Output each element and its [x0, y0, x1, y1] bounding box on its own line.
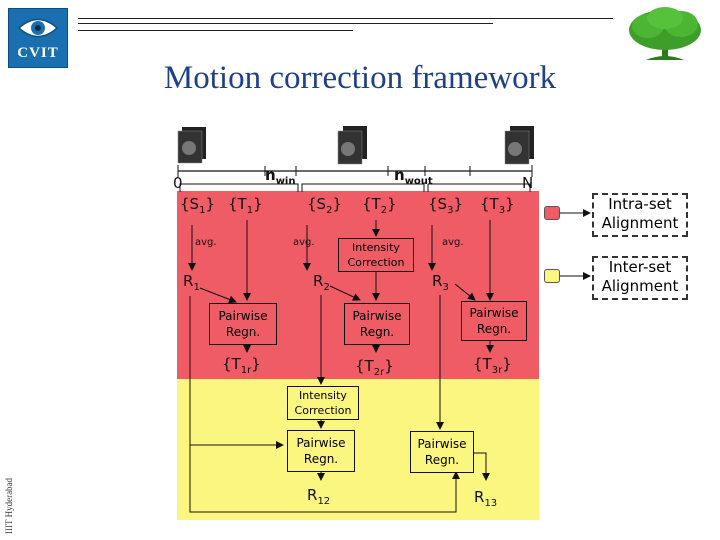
intra-set-zone — [177, 191, 539, 379]
volume-stack-icon-2 — [337, 126, 367, 165]
header-rule-1 — [78, 18, 613, 19]
header-rule-3 — [78, 30, 353, 31]
set-t1-label: {T1} — [228, 195, 263, 216]
avg-label-2: avg. — [293, 237, 315, 248]
page-title: Motion correction framework — [163, 60, 557, 96]
axis-start-label: 0 — [173, 174, 183, 192]
tree-icon — [629, 7, 701, 60]
r12-label: R12 — [307, 486, 331, 507]
eye-icon — [17, 18, 59, 38]
r2-label: R2 — [313, 272, 330, 293]
t3r-label: {T3r} — [473, 355, 512, 376]
volume-stack-icon-1 — [177, 127, 206, 164]
avg-label-1: avg. — [195, 237, 217, 248]
logo-text: CVIT — [17, 45, 59, 61]
intra-set-swatch — [544, 206, 560, 220]
set-t2-label: {T2} — [362, 195, 397, 216]
set-t3-label: {T3} — [480, 195, 515, 216]
avg-label-3: avg. — [442, 237, 464, 248]
r1-label: R1 — [183, 272, 200, 293]
nwout-label: nwout — [394, 166, 433, 187]
volume-stack-icon-3 — [504, 126, 534, 165]
set-s3-label: {S3} — [428, 195, 463, 216]
set-s2-label: {S2} — [307, 195, 342, 216]
r3-label: R3 — [432, 272, 449, 293]
cvit-logo: CVIT — [8, 8, 68, 68]
t1r-label: {T1r} — [222, 355, 261, 376]
t2r-label: {T2r} — [355, 357, 394, 378]
header-rule-2 — [78, 23, 493, 24]
axis-end-label: N — [522, 174, 534, 192]
nwin-label: nwin — [265, 166, 296, 187]
r13-label: R13 — [474, 488, 498, 509]
inter-set-swatch — [544, 269, 560, 283]
set-s1-label: {S1} — [180, 195, 215, 216]
